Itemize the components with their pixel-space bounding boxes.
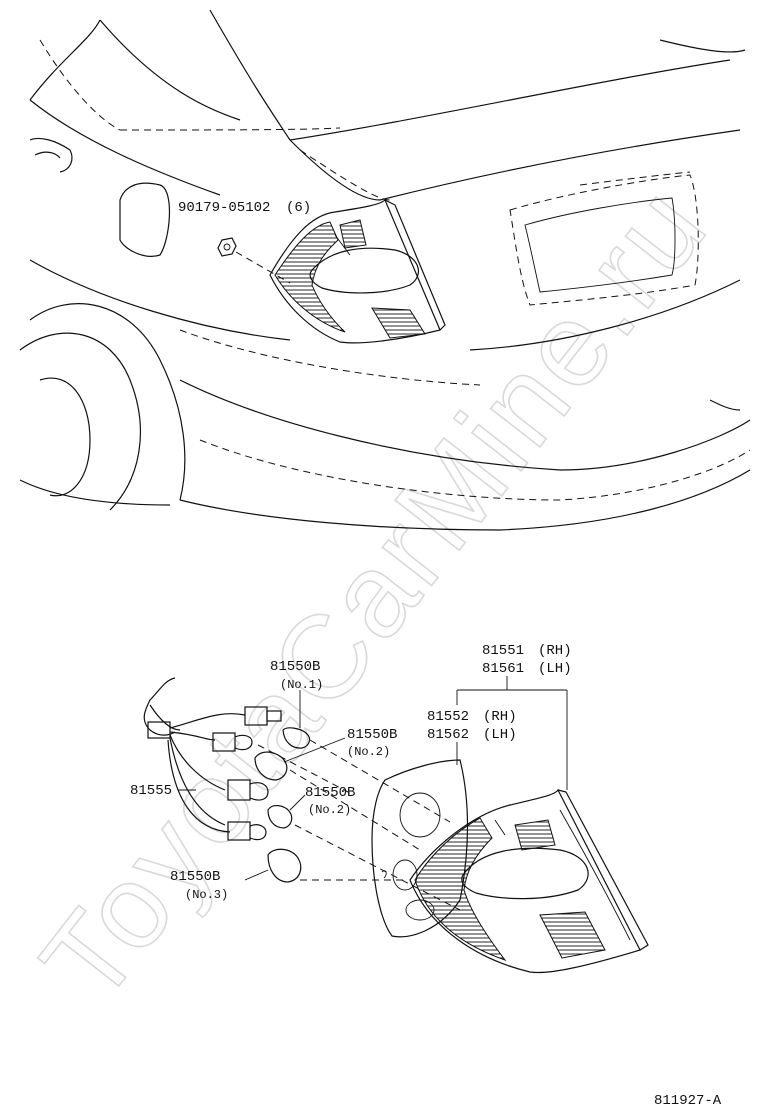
label-nut-number: 90179-05102 [178, 200, 270, 216]
bulb-no3-icon [267, 848, 302, 883]
label-bulb-no2a-note: (No.2) [347, 745, 390, 759]
socket-wire-harness [143, 677, 282, 841]
tail-lamp-assembly [409, 788, 649, 974]
bulb-no2a-icon [254, 751, 288, 781]
car-rear-body [19, 9, 751, 531]
installed-tail-lamp [269, 198, 446, 344]
label-bulb-no2b-number: 81550B [305, 785, 355, 801]
label-bulb-no1-number: 81550B [270, 659, 320, 675]
lamp-gasket [371, 759, 469, 938]
bulb-no1-icon [282, 727, 311, 749]
label-bulb-no1-note: (No.1) [280, 678, 323, 692]
label-lamp-assy-lh-side: (LH) [538, 661, 572, 677]
label-bulb-no3-note: (No.3) [185, 888, 228, 902]
label-bulb-no2a-number: 81550B [347, 727, 397, 743]
label-lens-body-lh-number: 81562 [427, 727, 469, 743]
bulb-no2b-icon [267, 805, 293, 829]
label-nut-qty: (6) [286, 200, 311, 216]
label-lamp-assy-rh-side: (RH) [538, 643, 572, 659]
label-socket-wire-number: 81555 [130, 783, 172, 799]
label-lamp-assy-rh-number: 81551 [482, 643, 524, 659]
label-lens-body-rh-side: (RH) [483, 709, 517, 725]
watermark-text: ToyotaCarMine.ru [16, 160, 733, 1026]
label-lens-body-lh-side: (LH) [483, 727, 517, 743]
label-lamp-assy-lh-number: 81561 [482, 661, 524, 677]
label-bulb-no2b-note: (No.2) [308, 803, 351, 817]
diagram-code: 811927-A [654, 1093, 722, 1109]
label-lens-body-rh-number: 81552 [427, 709, 469, 725]
nut-icon [217, 237, 237, 257]
label-bulb-no3-number: 81550B [170, 869, 220, 885]
